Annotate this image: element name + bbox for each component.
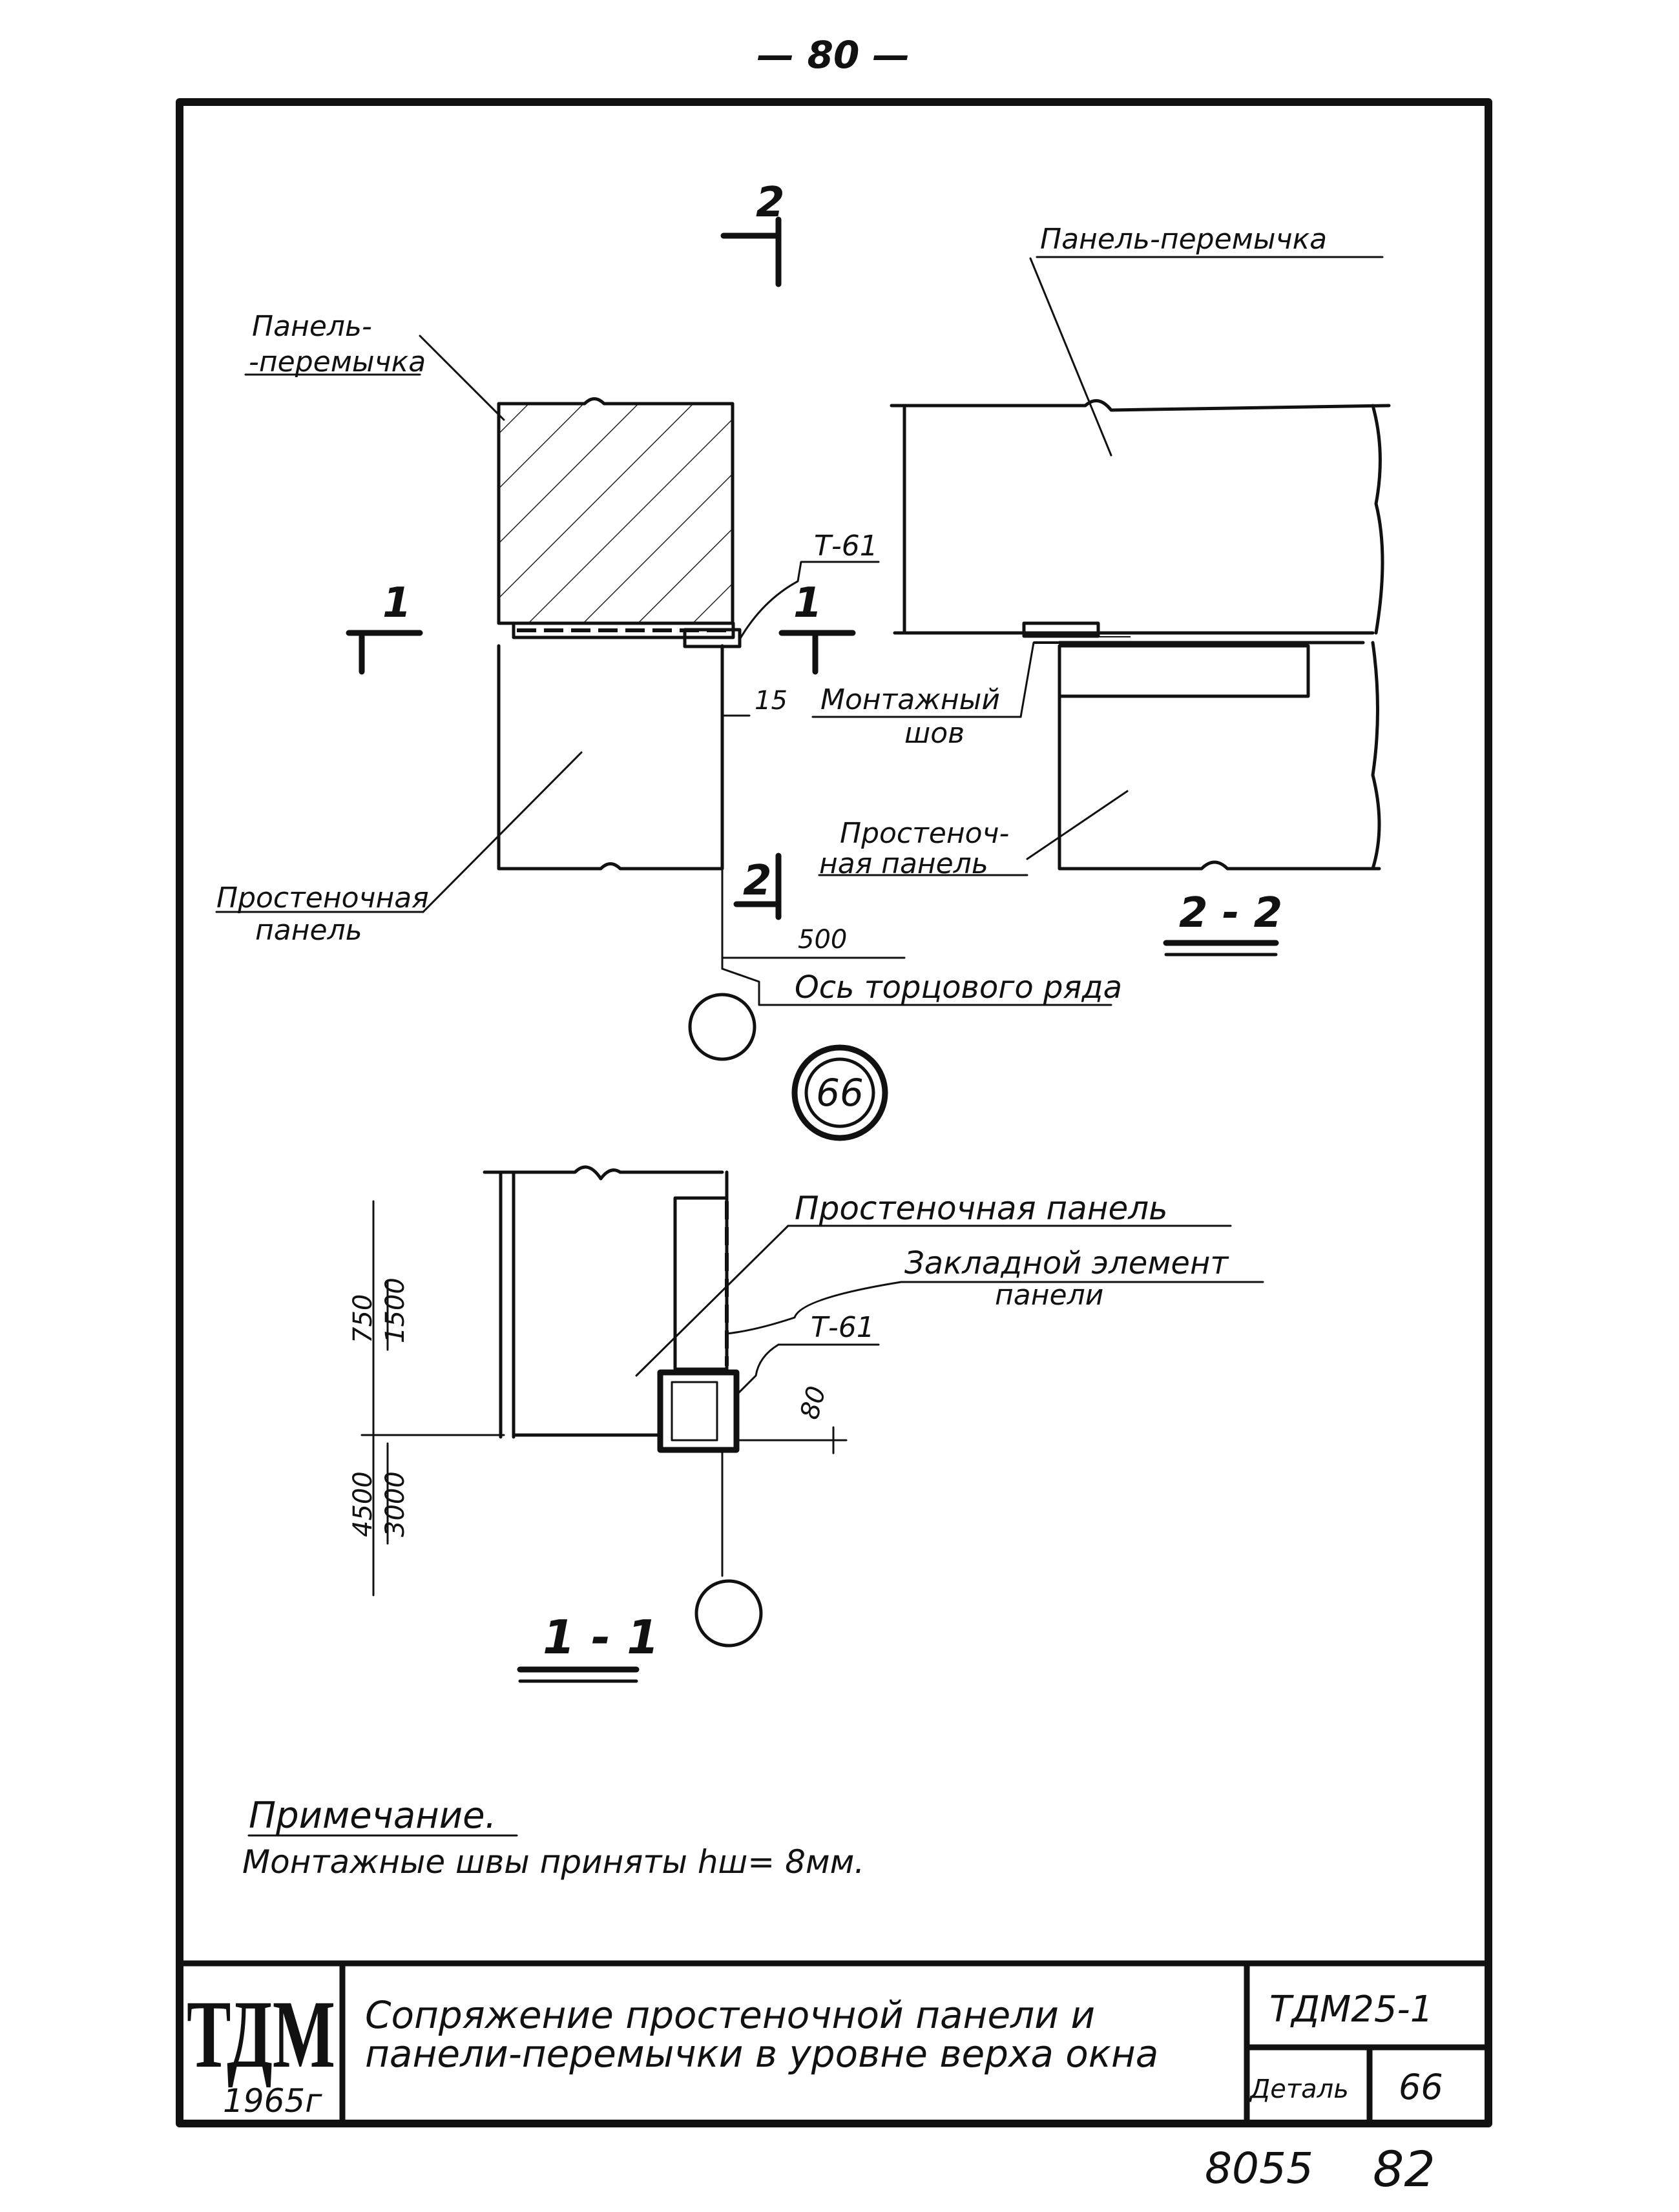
- s22-weld-label-1: Монтажный: [820, 683, 1000, 716]
- s11-top-break: [483, 1165, 724, 1181]
- detail-mark-outer-circle: [791, 1044, 888, 1141]
- s22-weld-leader: [1019, 641, 1035, 718]
- plan-weld-leader: [738, 561, 880, 641]
- section-2-2-view: Панель-перемычка Монтажный шов Простеноч…: [811, 223, 1391, 956]
- s11-dim-3000: 3000: [381, 1471, 410, 1537]
- s22-embed-plate: [1058, 644, 1310, 698]
- plan-lintel-label-1: Панель-: [252, 310, 372, 343]
- s11-pier-panel: [673, 1196, 729, 1371]
- s22-pier-right: [1371, 641, 1381, 871]
- section-1-left-label: 1: [382, 579, 412, 627]
- title-block-title-line1: Сопряжение простеночной панели и: [365, 1993, 1095, 2037]
- lintel-panel-outline: [497, 397, 735, 625]
- s11-weld-inner: [671, 1381, 718, 1442]
- s11-pier-label: Простеночная панель: [795, 1190, 1168, 1227]
- note-title: Примечание.: [249, 1795, 496, 1837]
- s11-weld-leader: [735, 1343, 780, 1396]
- title-block: ТДМ 1965г Сопряжение простеночной панели…: [176, 1960, 1492, 2127]
- s11-embed-label-1: Закладной элемент: [904, 1245, 1229, 1281]
- s22-lintel-leader: [1029, 257, 1112, 457]
- s11-pier-leader: [635, 1225, 789, 1377]
- section-2-top-label: 2: [756, 179, 785, 227]
- logo-tdm: ТДМ: [187, 1981, 335, 2088]
- plan-lintel-leader: [419, 335, 505, 421]
- s22-title: 2 - 2: [1179, 889, 1282, 937]
- pier-panel-outline: [497, 644, 724, 871]
- note-text: Монтажные швы приняты hш= 8мм.: [242, 1843, 864, 1881]
- detail-mark-inner-circle: [804, 1057, 875, 1128]
- title-block-year: 1965г: [223, 2082, 322, 2120]
- plan-pier-label-2: панель: [255, 914, 362, 947]
- axis-label: Ось торцового ряда: [795, 969, 1122, 1006]
- s11-dim-4500: 4500: [348, 1471, 378, 1537]
- dim-15-text: 15: [755, 686, 787, 716]
- plan-pier-label-1: Простеночная: [216, 882, 429, 915]
- s22-pier-outline: [1058, 694, 1381, 871]
- s11-dim-750: 750: [348, 1294, 378, 1343]
- title-block-title-line2: панели-перемычки в уровне верха окна: [365, 2032, 1158, 2076]
- s22-pier-label-2: ная панель: [819, 847, 988, 880]
- plan-view: 15 500 Ось торцового ряда 2 2 1 1 Панель…: [215, 179, 1122, 1061]
- s11-embed-label-2: панели: [995, 1279, 1103, 1312]
- s11-title: 1 - 1: [543, 1610, 659, 1664]
- title-block-detail-label: Деталь: [1249, 2074, 1349, 2104]
- archive-number: 8055: [1205, 2144, 1313, 2193]
- axis-bubble: [688, 993, 756, 1061]
- sheet-frame: [176, 98, 1492, 2127]
- s11-embed-leader: [725, 1281, 902, 1335]
- title-block-code: ТДМ25-1: [1269, 1989, 1433, 2031]
- sheet-number: 82: [1373, 2140, 1435, 2198]
- title-block-detail-number: 66: [1399, 2067, 1443, 2107]
- s22-lintel-label: Панель-перемычка: [1040, 223, 1327, 256]
- s11-dim-1500: 1500: [381, 1277, 410, 1343]
- lintel-panel-hatch: [499, 404, 733, 623]
- plan-weld-mark: Т-61: [814, 530, 878, 563]
- detail-mark: 66: [791, 1044, 888, 1141]
- s11-weld-block: [657, 1369, 740, 1453]
- plan-lintel-label-2: -перемычка: [249, 346, 426, 378]
- s22-lintel-top: [890, 399, 1391, 412]
- s11-axis-bubble: [694, 1579, 763, 1648]
- s11-weld-mark: Т-61: [811, 1311, 875, 1344]
- page-number: — 80 —: [756, 33, 910, 77]
- s22-weld-label-2: шов: [904, 717, 965, 750]
- plan-pier-leader: [422, 751, 583, 913]
- s22-pier-leader: [1026, 790, 1129, 860]
- axis-label-leader: [721, 967, 1112, 1006]
- s22-pier-label-1: Простеноч-: [840, 817, 1009, 850]
- section-1-1-view: 750 1500 4500 3000 80 Простеночная панел…: [348, 1165, 1264, 1683]
- section-2-bottom-label: 2: [743, 857, 772, 905]
- dim-500-text: 500: [798, 925, 847, 955]
- section-1-right-label: 1: [793, 579, 822, 627]
- s22-lintel-right: [1371, 404, 1384, 635]
- detail-mark-number: 66: [816, 1071, 864, 1115]
- s11-dim-80: 80: [795, 1383, 832, 1423]
